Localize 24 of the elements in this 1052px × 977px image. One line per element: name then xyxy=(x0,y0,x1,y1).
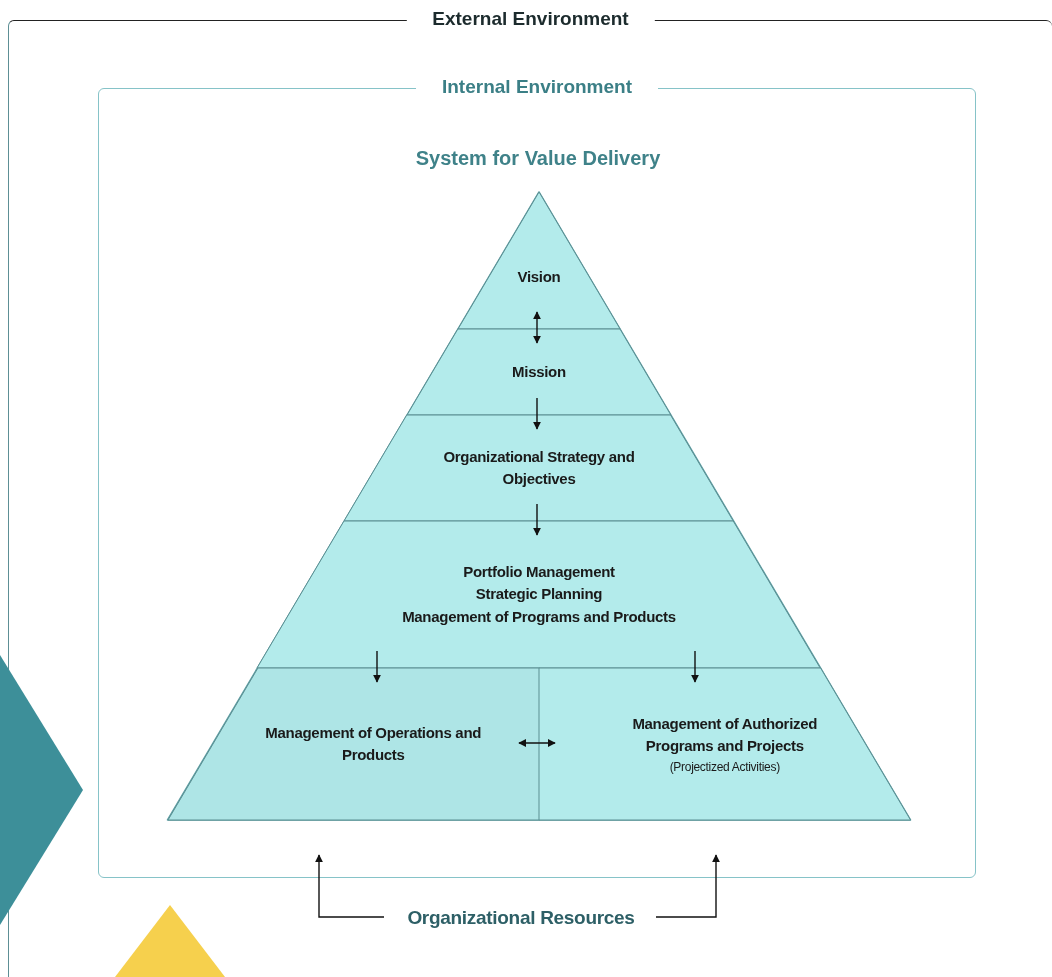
arrow xyxy=(655,854,720,918)
pyramid-title: System for Value Delivery xyxy=(414,147,662,170)
tier-label: Management of Operations and Products xyxy=(264,722,483,765)
arrow xyxy=(533,397,541,430)
pyramid-tier xyxy=(407,329,671,415)
tier-label: Management of Authorized Programs and Projects xyxy=(631,713,819,756)
arrow xyxy=(373,650,381,683)
arrow xyxy=(315,854,385,918)
arrow xyxy=(533,503,541,536)
pyramid-tier xyxy=(539,668,911,820)
resources-label: Organizational Resources xyxy=(407,907,635,929)
arrow xyxy=(691,650,699,683)
pyramid-tier xyxy=(457,192,621,329)
arrow xyxy=(518,739,556,747)
tier-label: Vision xyxy=(517,267,561,288)
tier-label: Organizational Strategy and Objectives xyxy=(442,446,636,489)
pyramid-tier xyxy=(257,521,821,668)
tier-label: Mission xyxy=(512,361,566,382)
tier-label: Portfolio Management xyxy=(463,561,615,582)
pyramid-tier xyxy=(167,668,539,820)
tier-label: Strategic Planning xyxy=(475,584,603,605)
tier-label: Management of Programs and Products xyxy=(402,606,676,627)
tier-label: (Projectized Activities) xyxy=(669,758,780,776)
arrow xyxy=(533,311,541,344)
